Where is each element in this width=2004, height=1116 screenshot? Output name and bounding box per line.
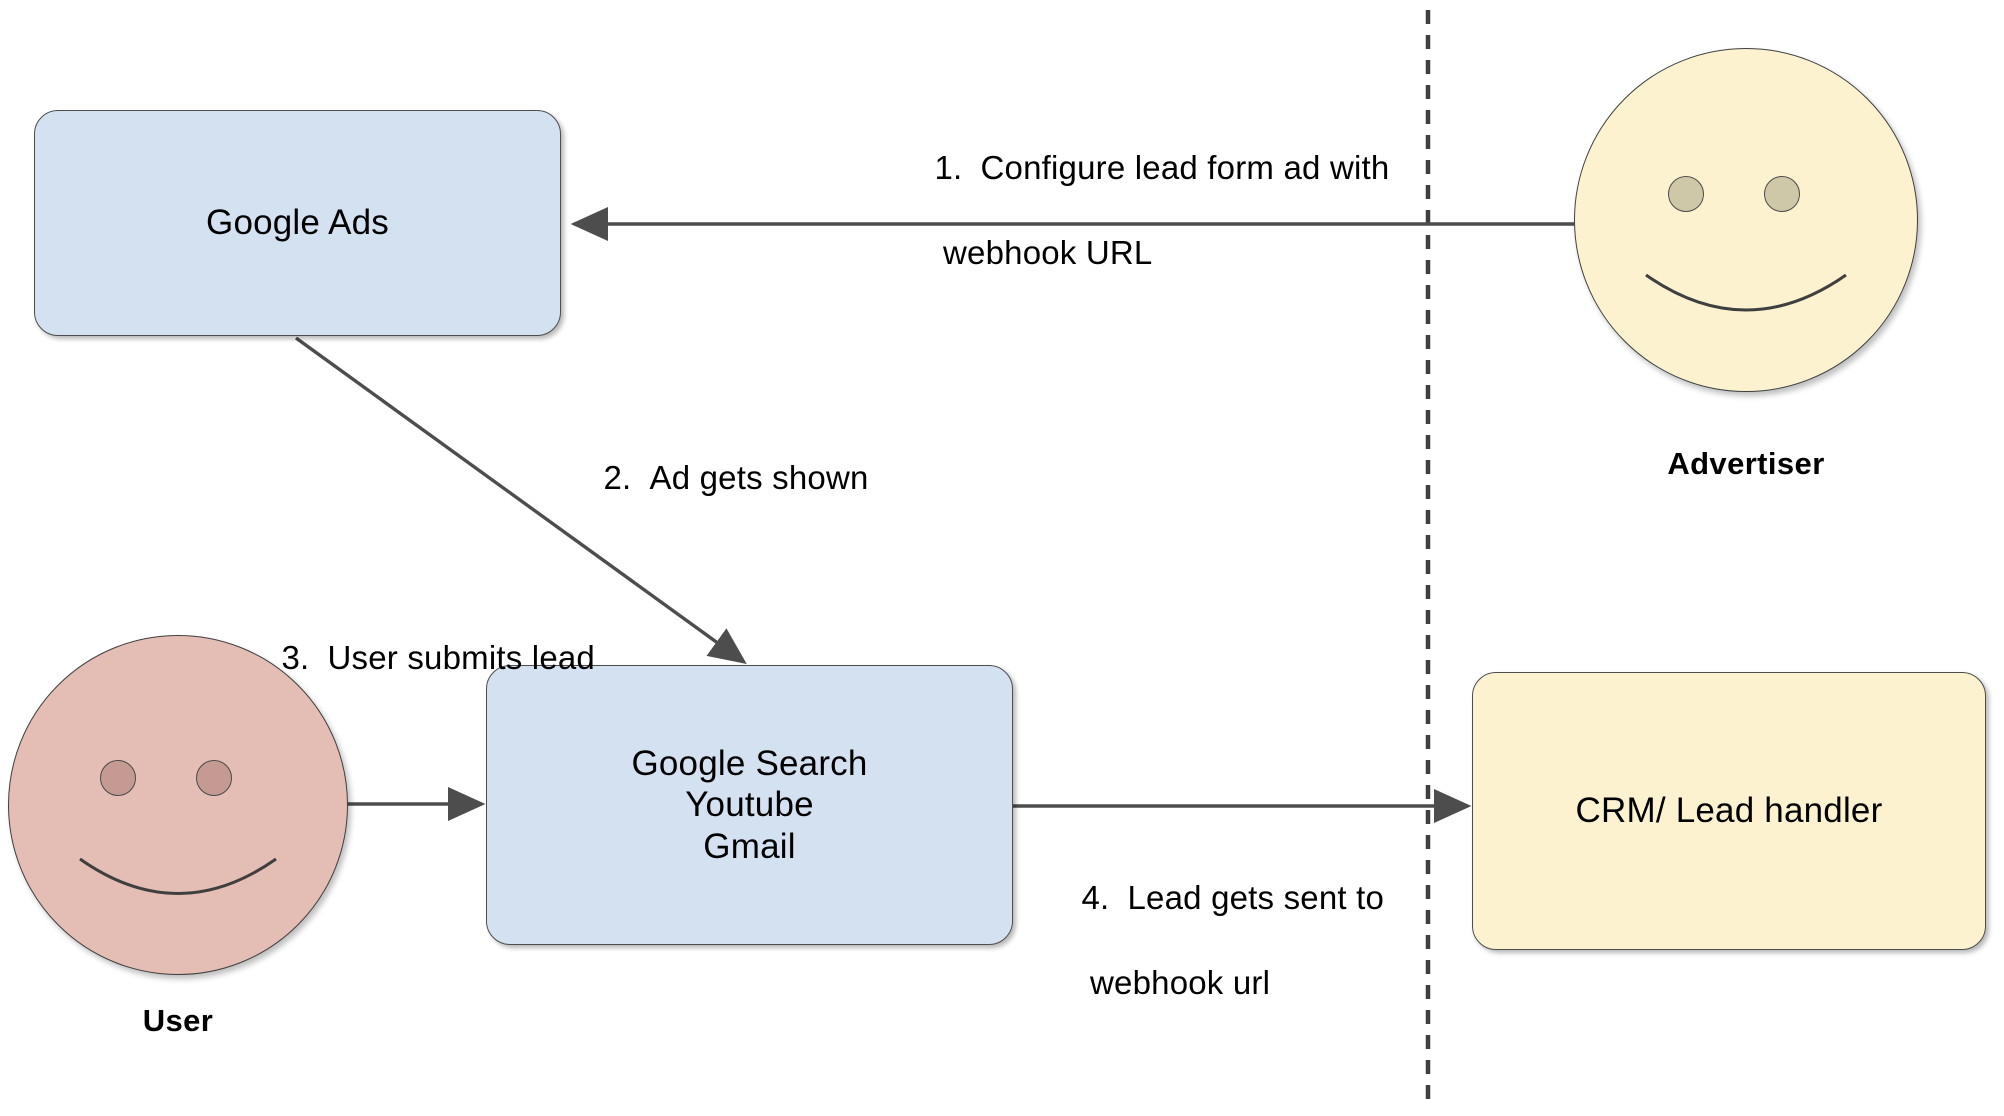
node-crm-lead-handler[interactable]: CRM/ Lead handler [1472,672,1986,950]
edge-label-1-number: 1. [934,149,963,187]
node-google-surfaces[interactable]: Google Search Youtube Gmail [486,665,1013,945]
advertiser-caption: Advertiser [1667,446,1825,481]
user-left-eye-icon [100,760,136,796]
edge-label-2: 2. Ad gets shown [566,415,869,542]
edge-label-2-line-1: Ad gets shown [649,459,869,497]
advertiser-right-eye-icon [1764,176,1800,212]
node-google-surfaces-line-2: Youtube [685,785,814,825]
edge-label-1-line-2: webhook URL [943,233,1153,271]
edge-label-4-line-2: webhook url [1090,963,1271,1001]
advertiser-face-circle [1574,48,1918,392]
edge-label-4-line-1: Lead gets sent to [1127,879,1385,917]
advertiser-left-eye-icon [1668,176,1704,212]
edge-label-1-line-1: Configure lead form ad with [980,149,1390,187]
advertiser-smile-icon [1645,273,1847,312]
node-google-surfaces-labels: Google Search Youtube Gmail [631,743,867,867]
edge-label-3-line-1: User submits lead [327,639,595,677]
actor-user[interactable]: User [8,635,348,1038]
node-crm-lead-handler-label: CRM/ Lead handler [1575,791,1883,831]
node-google-ads-label: Google Ads [206,203,389,243]
edge-label-4: 4. Lead gets sent to webhook url [1044,835,1384,1088]
actor-advertiser[interactable]: Advertiser [1574,48,1918,481]
node-google-surfaces-line-3: Gmail [703,826,796,866]
edge-label-1: 1. Configure lead form ad with webhook UR… [897,105,1389,358]
user-right-eye-icon [196,760,232,796]
edge-label-2-number: 2. [603,459,632,497]
user-face-circle [8,635,348,975]
node-google-ads[interactable]: Google Ads [34,110,561,336]
user-smile-icon [79,857,277,895]
user-caption: User [142,1003,214,1038]
edge-label-4-number: 4. [1081,879,1110,917]
edge-label-3: 3. User submits lead [244,595,595,722]
edge-label-3-number: 3. [281,639,310,677]
node-google-surfaces-line-1: Google Search [631,744,868,784]
